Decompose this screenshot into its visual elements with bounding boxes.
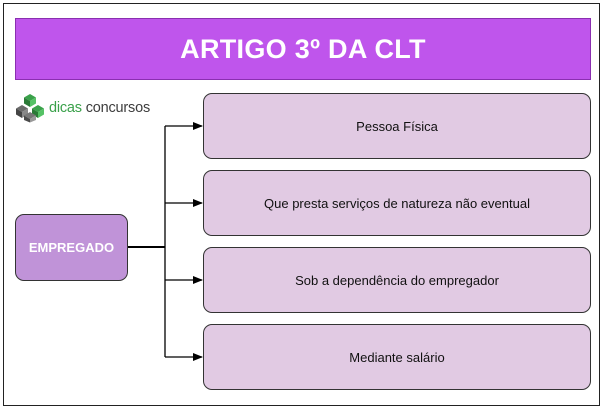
- title-banner: ARTIGO 3º DA CLT: [15, 18, 591, 80]
- node-dependencia: Sob a dependência do empregador: [203, 247, 591, 313]
- logo-text-concursos: concursos: [85, 100, 150, 116]
- brand-logo: dicas concursos: [15, 93, 150, 123]
- logo-text-dicas: dicas: [49, 100, 82, 116]
- node-label: Sob a dependência do empregador: [295, 272, 499, 288]
- node-natureza-nao-eventual: Que presta serviços de natureza não even…: [203, 170, 591, 236]
- logo-text: dicas concursos: [49, 100, 150, 116]
- cube-cluster-icon: [16, 94, 44, 123]
- diagram-title: ARTIGO 3º DA CLT: [180, 33, 426, 64]
- node-label: Pessoa Física: [356, 118, 438, 134]
- root-node-empregado: EMPREGADO: [15, 214, 128, 281]
- node-pessoa-fisica: Pessoa Física: [203, 93, 591, 159]
- root-node-label: EMPREGADO: [28, 240, 115, 255]
- node-label: Que presta serviços de natureza não even…: [264, 195, 530, 211]
- node-label: Mediante salário: [349, 349, 445, 365]
- node-mediante-salario: Mediante salário: [203, 324, 591, 390]
